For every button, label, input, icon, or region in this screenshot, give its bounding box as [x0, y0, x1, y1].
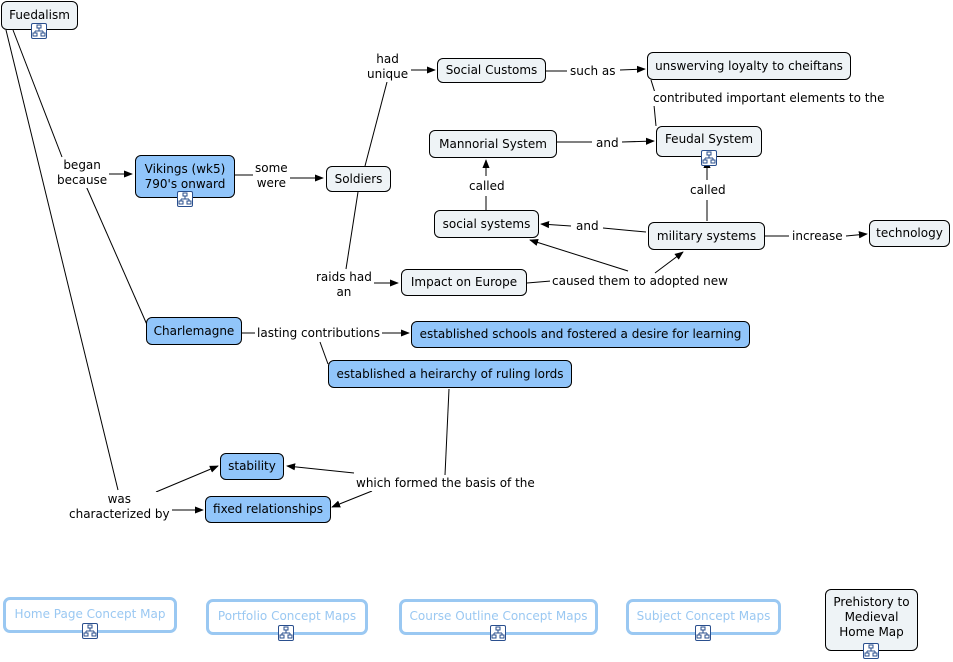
subject-concept-maps-label: Subject Concept Maps — [636, 609, 771, 623]
concept-soldiers[interactable]: Soldiers — [326, 166, 391, 192]
concept-prehistory-home-map-label: Prehistory to Medieval Home Map — [833, 595, 910, 639]
concept-map-icon[interactable] — [278, 625, 294, 641]
concept-heirarchy-label: established a heirarchy of ruling lords — [336, 366, 564, 381]
link-formed-basis: which formed the basis of the — [354, 476, 537, 491]
edge-increase-technology — [845, 231, 868, 239]
link-had-unique: had unique — [365, 52, 411, 82]
concept-social-customs-label: Social Customs — [445, 63, 538, 77]
concept-social-systems[interactable]: social systems — [434, 210, 539, 238]
concept-charlemagne[interactable]: Charlemagne — [146, 317, 242, 345]
edge-military-and — [602, 227, 647, 233]
concept-soldiers-label: Soldiers — [334, 171, 383, 186]
concept-prehistory-home-map[interactable]: Prehistory to Medieval Home Map — [825, 589, 918, 651]
concept-military-systems[interactable]: military systems — [648, 222, 765, 250]
concept-loyalty-label: unswerving loyalty to cheiftans — [655, 58, 843, 73]
edge-formed-stability — [286, 463, 355, 474]
concept-technology-label: technology — [876, 226, 943, 240]
edge-suchas-loyalty — [619, 65, 646, 73]
concept-stability-label: stability — [228, 459, 276, 473]
course-outline-concept-maps-label: Course Outline Concept Maps — [409, 609, 588, 623]
edge-caused-social — [529, 239, 629, 272]
concept-vikings-label: Vikings (wk5) 790's onward — [144, 161, 226, 191]
link-called-feudal: called — [688, 183, 728, 198]
concept-established-schools-label: established schools and fostered a desir… — [419, 327, 742, 341]
concept-military-systems-label: military systems — [656, 228, 757, 243]
edge-caused-military — [654, 251, 684, 274]
concept-map-icon[interactable] — [31, 23, 47, 39]
edge-heirarchy-formed — [444, 388, 450, 476]
concept-impact-on-europe-label: Impact on Europe — [410, 275, 518, 289]
edge-and-social — [540, 220, 572, 229]
portfolio-concept-maps-label: Portfolio Concept Maps — [217, 609, 357, 623]
concept-impact-on-europe[interactable]: Impact on Europe — [401, 269, 527, 296]
concept-map-icon[interactable] — [82, 623, 98, 639]
link-contributed: contributed important elements to the — [651, 91, 887, 106]
link-began-because: began because — [55, 158, 110, 188]
edge-contributed-feudal — [653, 104, 657, 127]
edge-formed-fixed — [331, 490, 373, 508]
link-and-social: and — [574, 219, 601, 234]
edge-soldiers-raids — [345, 191, 359, 270]
concept-social-systems-label: social systems — [442, 216, 531, 231]
concept-technology[interactable]: technology — [869, 220, 950, 247]
edge-fuedalism-began — [12, 29, 63, 158]
concept-map-icon[interactable] — [177, 191, 193, 207]
edge-began-charlemagne — [85, 185, 149, 328]
concept-map-icon[interactable] — [701, 150, 717, 166]
edge-lasting-heirarchy — [319, 341, 329, 365]
concept-loyalty[interactable]: unswerving loyalty to cheiftans — [647, 52, 851, 80]
concept-map-icon[interactable] — [490, 625, 506, 641]
concept-fuedalism-label: Fuedalism — [9, 8, 70, 22]
link-increase: increase — [790, 229, 845, 244]
edge-and-feudal — [621, 137, 655, 145]
concept-established-schools[interactable]: established schools and fostered a desir… — [411, 321, 750, 348]
edge-was-stability — [155, 465, 219, 493]
link-caused: caused them to adopted new — [550, 274, 730, 289]
link-raids-had-an: raids had an — [314, 270, 374, 300]
edge-fuedalism-was — [5, 29, 119, 491]
link-lasting-contributions: lasting contributions — [255, 326, 382, 341]
concept-charlemagne-label: Charlemagne — [153, 323, 235, 338]
concept-fixed-relationships[interactable]: fixed relationships — [205, 496, 331, 523]
concept-heirarchy[interactable]: established a heirarchy of ruling lords — [328, 360, 572, 388]
link-was-characterized: was characterized by — [67, 492, 172, 522]
portfolio-concept-maps-link[interactable]: Portfolio Concept Maps — [206, 599, 368, 635]
edge-soldiers-hadunique — [364, 81, 388, 167]
concept-stability[interactable]: stability — [220, 453, 284, 480]
link-some-were: some were — [253, 161, 290, 191]
concept-social-customs[interactable]: Social Customs — [437, 58, 546, 83]
concept-feudal-system-label: Feudal System — [664, 132, 754, 146]
concept-map-icon[interactable] — [863, 643, 879, 659]
link-called-mannorial: called — [467, 179, 507, 194]
edge-impact-caused — [526, 280, 552, 284]
home-page-concept-map-label: Home Page Concept Map — [14, 607, 166, 621]
concept-fixed-relationships-label: fixed relationships — [213, 502, 323, 516]
concept-map-icon[interactable] — [695, 625, 711, 641]
link-such-as: such as — [568, 64, 618, 79]
concept-mannorial-system[interactable]: Mannorial System — [429, 130, 557, 158]
link-and-feudal: and — [594, 136, 621, 151]
concept-mannorial-system-label: Mannorial System — [439, 136, 547, 151]
